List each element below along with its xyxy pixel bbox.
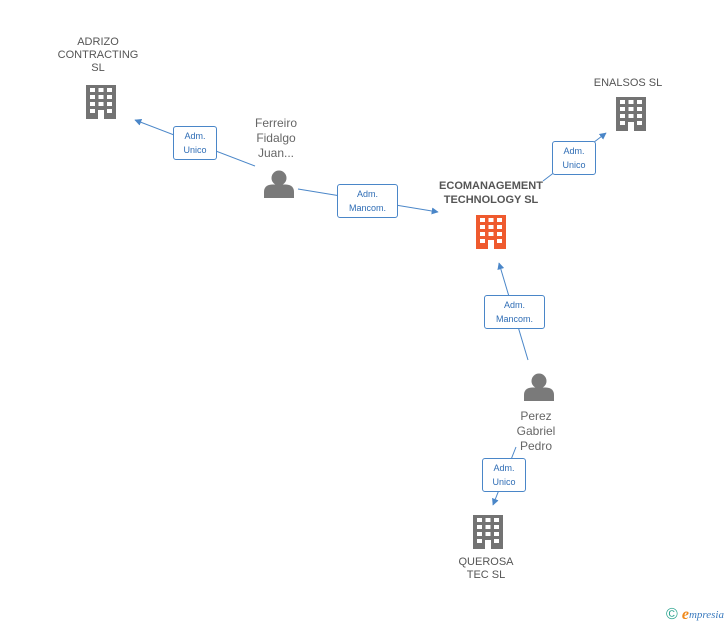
person-label-perez[interactable]: Perez Gabriel Pedro bbox=[516, 409, 556, 453]
copyright-icon: © bbox=[666, 606, 678, 623]
company-label-querosa[interactable]: QUEROSA TEC SL bbox=[458, 556, 514, 581]
company-label-adrizo[interactable]: ADRIZO CONTRACTING SL bbox=[57, 36, 139, 74]
building-icon[interactable] bbox=[476, 215, 506, 249]
edge-label-ecomanagement-enalsos[interactable]: Adm. Unico bbox=[552, 141, 596, 175]
person-icon[interactable] bbox=[264, 170, 294, 199]
company-label-ecomanagement[interactable]: ECOMANAGEMENT TECHNOLOGY SL bbox=[439, 180, 543, 206]
edge-label-ferreiro-ecomanagement[interactable]: Adm. Mancom. bbox=[337, 184, 398, 218]
building-icon[interactable] bbox=[473, 515, 503, 549]
company-label-enalsos[interactable]: ENALSOS SL bbox=[593, 77, 663, 89]
building-icon[interactable] bbox=[86, 85, 116, 119]
person-icon[interactable] bbox=[524, 373, 554, 402]
edge-label-ferreiro-adrizo[interactable]: Adm. Unico bbox=[173, 126, 217, 160]
edge-label-perez-querosa[interactable]: Adm. Unico bbox=[482, 458, 526, 492]
person-label-ferreiro[interactable]: Ferreiro Fidalgo Juan... bbox=[254, 116, 297, 160]
edge-label-perez-ecomanagement[interactable]: Adm. Mancom. bbox=[484, 295, 545, 329]
building-icon[interactable] bbox=[616, 97, 646, 131]
